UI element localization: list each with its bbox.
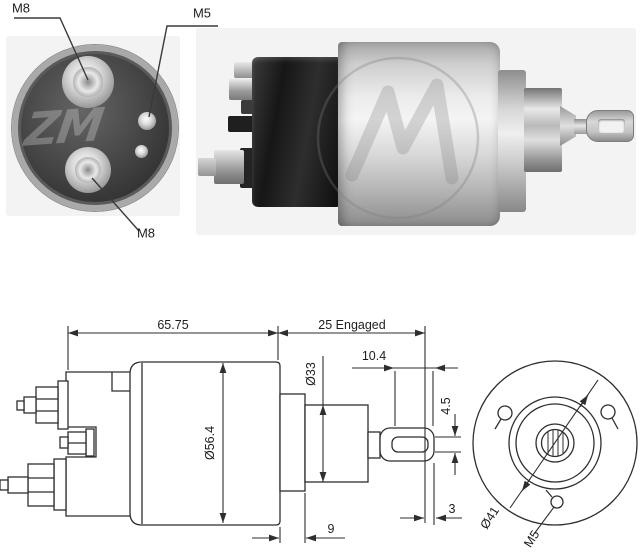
photo-terminal-stem-upper xyxy=(241,100,253,114)
label-terminal-m8-top: M8 xyxy=(11,0,31,16)
plunger-fork-photo xyxy=(586,110,634,142)
dim-fork-slot: 4.5 xyxy=(438,397,453,415)
dim-mount-thread: M5 xyxy=(521,527,543,550)
solenoid-cap-photo xyxy=(252,57,340,207)
dim-fork-tip: 3 xyxy=(448,501,456,516)
fork-eye-hole-photo xyxy=(598,119,625,133)
photo-terminal-nut-lower xyxy=(214,150,244,184)
dim-neck-diameter: Ø33 xyxy=(303,362,318,386)
dim-bolt-circle: Ø41 xyxy=(477,504,503,532)
m8-terminal-stud-bottom xyxy=(65,147,111,193)
end-view-drawing xyxy=(472,360,638,535)
photo-terminal-tip-lower xyxy=(198,158,216,176)
label-terminal-m5-top: M5 xyxy=(192,5,212,21)
label-terminal-m8-bottom: M8 xyxy=(136,225,156,241)
solenoid-neck-ring1-photo xyxy=(498,70,526,212)
side-view-drawing xyxy=(0,361,435,526)
photo-terminal-nut-upper2 xyxy=(229,78,259,100)
stud-core xyxy=(73,67,103,97)
dim-body-diameter: Ø56.4 xyxy=(202,425,217,461)
dim-flange-width: 9 xyxy=(327,521,335,536)
dimension-lines xyxy=(67,326,462,543)
solenoid-neck-ring2-photo xyxy=(524,88,562,172)
dim-travel: 10.4 xyxy=(361,348,387,363)
zm-watermark: ZM xyxy=(21,97,106,157)
solenoid-body-photo xyxy=(338,42,500,226)
small-rivet xyxy=(135,145,148,158)
stud-core xyxy=(75,157,101,183)
solenoid-endview-photo: ZM xyxy=(12,45,178,211)
m5-terminal-stud xyxy=(138,112,156,130)
dim-engaged-length: 25 Engaged xyxy=(318,317,386,332)
plunger-cone-photo xyxy=(560,106,576,146)
dim-body-length: 65.75 xyxy=(157,317,189,332)
